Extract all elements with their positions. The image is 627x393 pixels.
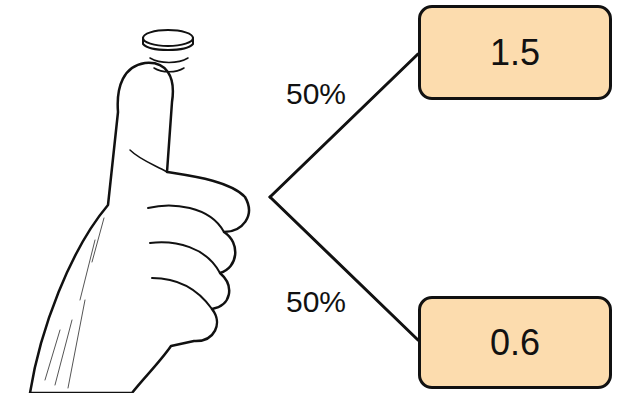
motion-line [154,68,184,72]
result-box: 0.6 [418,296,612,389]
branch-line [270,54,418,197]
probability-label: 50% [284,77,348,111]
finger-line [148,206,224,232]
coin [143,30,193,46]
result-box: 1.5 [418,5,612,100]
payoff-value: 0.6 [490,322,540,364]
hatching [45,218,104,388]
payoff-value: 1.5 [490,32,540,74]
branch-line [270,197,418,340]
thumb-crease [130,150,167,172]
finger-line [152,278,212,309]
probability-label: 50% [284,285,348,319]
coin-edge [143,38,193,50]
hand-outline [30,63,249,393]
finger-line [150,242,220,273]
motion-line [150,58,188,63]
